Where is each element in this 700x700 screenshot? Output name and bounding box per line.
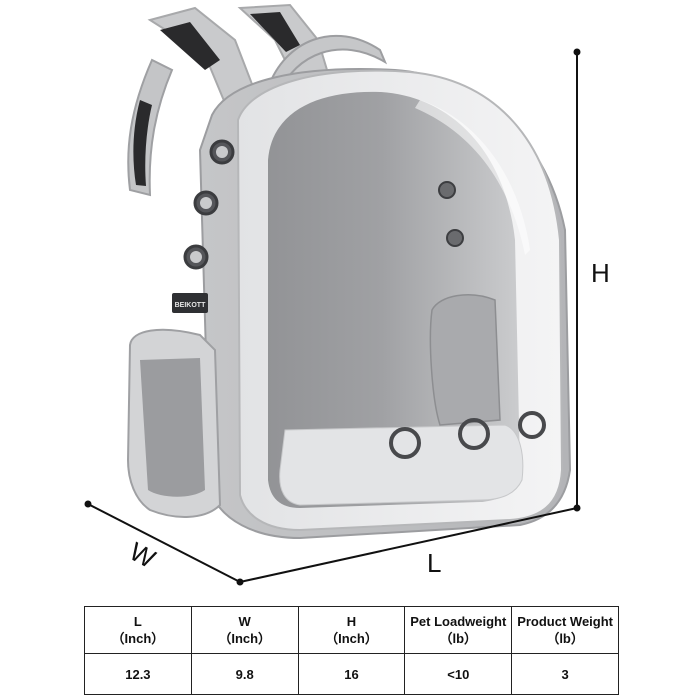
column-header-product-weight: Product Weight （lb）	[511, 606, 619, 654]
column-name: Product Weight	[517, 614, 613, 629]
column-unit: （lb）	[546, 631, 584, 646]
brand-tag	[172, 293, 208, 313]
top-handle	[266, 34, 388, 94]
column-unit: （Inch）	[111, 631, 165, 646]
value-height: 16	[297, 653, 406, 695]
side-pocket	[126, 328, 222, 518]
column-unit: （Inch）	[218, 631, 272, 646]
column-header-length: L （Inch）	[84, 606, 192, 654]
value-length: 12.3	[84, 653, 192, 695]
spec-header-row: L （Inch） W （Inch） H （Inch） Pet Loadweigh…	[84, 606, 619, 654]
width-dimension-line	[87, 503, 241, 583]
height-label: H	[591, 258, 610, 288]
column-name: H	[346, 614, 357, 629]
column-unit: （lb）	[439, 631, 478, 646]
dimension-endpoints	[84, 48, 581, 586]
value-width: 9.8	[190, 653, 299, 695]
column-name: L	[133, 614, 142, 629]
value-product-weight: 3	[511, 653, 619, 695]
side-air-holes	[183, 139, 235, 270]
dome-air-holes	[389, 181, 546, 459]
length-label: L	[427, 548, 442, 578]
mesh-vent	[429, 294, 501, 426]
column-name: W	[238, 614, 251, 629]
value-pet-loadweight: <10	[404, 653, 513, 695]
length-dimension-line	[239, 507, 578, 583]
spec-value-row: 12.3 9.8 16 <10 3	[84, 653, 619, 695]
product-figure: BEIKOTT	[84, 3, 581, 586]
dimension-lines	[87, 52, 578, 583]
column-header-width: W （Inch）	[190, 606, 299, 654]
spec-table: L （Inch） W （Inch） H （Inch） Pet Loadweigh…	[84, 606, 619, 695]
column-unit: （Inch）	[325, 631, 378, 646]
column-header-pet-loadweight: Pet Loadweight （lb）	[404, 606, 513, 654]
dome-floor	[279, 424, 524, 506]
column-name: Pet Loadweight	[410, 614, 507, 629]
column-header-height: H （Inch）	[297, 606, 406, 654]
brand-tag-text: BEIKOTT	[175, 302, 206, 309]
